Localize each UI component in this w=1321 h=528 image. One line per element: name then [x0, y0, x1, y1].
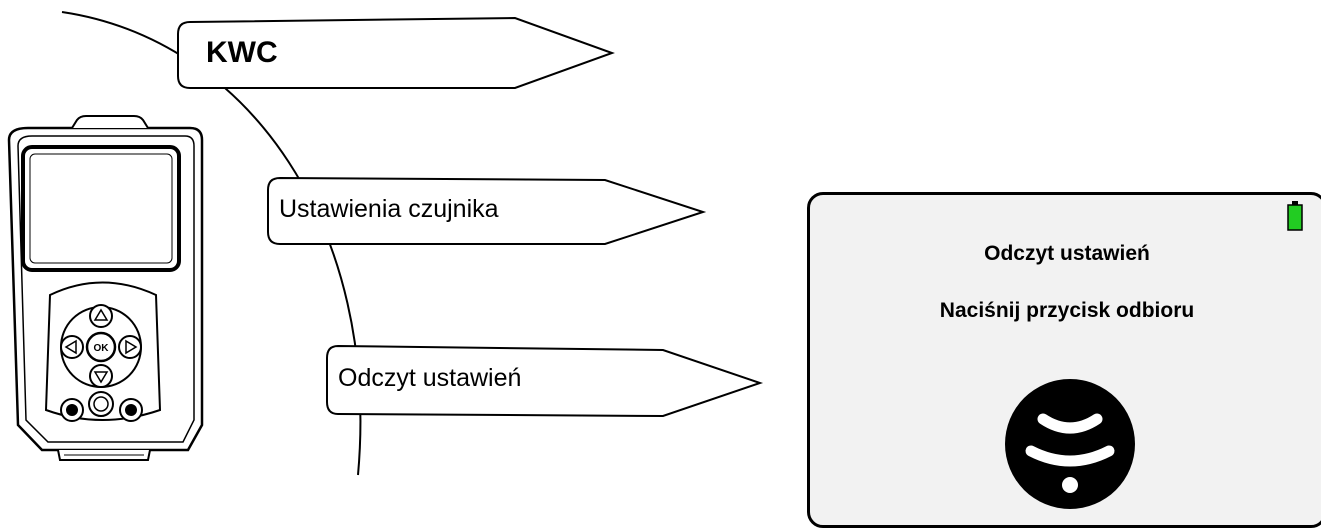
menu-level-2-label: Ustawienia czujnika: [279, 195, 499, 223]
ok-button: [85, 331, 117, 363]
dpad-down: [89, 364, 113, 388]
screen-message: Naciśnij przycisk odbioru: [939, 299, 1195, 322]
dpad-up: [89, 304, 113, 328]
dpad-right: [118, 335, 142, 359]
menu-level-1-label: KWC: [206, 36, 278, 69]
battery-icon: [1287, 201, 1303, 231]
remote-inner-outline: [17, 135, 195, 443]
arrow-kwc: [177, 16, 615, 89]
arrow-read-settings: [326, 344, 764, 418]
remote-control: OK: [7, 115, 204, 461]
menu-level-3-label: Odczyt ustawień: [338, 364, 522, 392]
remote-top-tab: [71, 115, 149, 129]
power-button: [88, 391, 114, 417]
dpad-left: [60, 335, 84, 359]
arrow-sensor-settings: [267, 176, 707, 245]
device-screen: Odczyt ustawień Naciśnij przycisk odbior…: [807, 192, 1321, 528]
screen-title: Odczyt ustawień: [984, 242, 1150, 265]
ok-button-label: OK: [94, 343, 110, 354]
receive-signal-icon: [1005, 379, 1135, 509]
